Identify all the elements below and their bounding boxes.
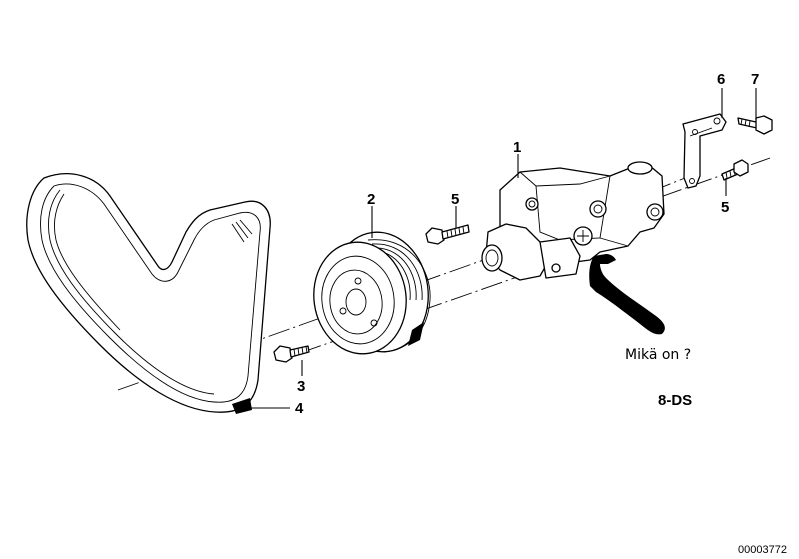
ribbed-v-belt[interactable] — [26, 173, 271, 414]
bracket-screw[interactable] — [737, 115, 773, 135]
callout-2: 2 — [367, 191, 375, 208]
reference-number: 00003772 — [738, 544, 787, 556]
leader-lines — [248, 88, 757, 409]
callout-1: 1 — [513, 139, 521, 156]
callout-5-pump-bolt: 5 — [451, 191, 459, 208]
pulley-hub-hole — [345, 288, 367, 316]
hand-drawn-arrow — [589, 254, 665, 335]
callout-5-bracket-bolt: 5 — [721, 199, 729, 216]
pulley[interactable] — [307, 226, 436, 360]
callout-7: 7 — [751, 71, 759, 88]
power-steering-pump[interactable] — [481, 161, 665, 281]
bracket[interactable] — [682, 113, 727, 189]
pulley-bolt[interactable] — [273, 345, 310, 363]
callout-4: 4 — [295, 400, 304, 417]
annotation-question: Mikä on ? — [625, 347, 691, 363]
pump-bolt[interactable] — [425, 224, 470, 245]
callout-6: 6 — [717, 71, 725, 88]
bracket-bolt[interactable] — [721, 159, 749, 181]
callout-3: 3 — [297, 378, 305, 395]
belt-shade — [232, 398, 252, 414]
variant-code: 8-DS — [658, 392, 692, 409]
